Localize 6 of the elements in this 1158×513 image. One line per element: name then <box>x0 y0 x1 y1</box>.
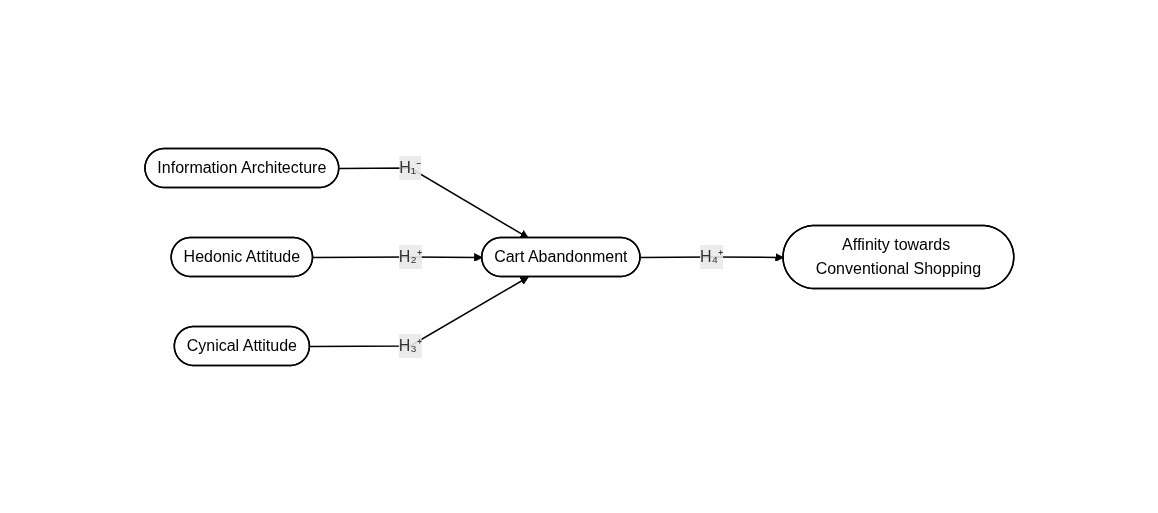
edge-label: H₄⁺ <box>699 247 723 265</box>
arrow <box>338 166 529 238</box>
edge-label: H₁⁻ <box>398 158 421 176</box>
edge-label: H₂⁺ <box>398 247 422 265</box>
edge-label: H₃⁺ <box>398 336 422 354</box>
arrow <box>308 276 529 347</box>
